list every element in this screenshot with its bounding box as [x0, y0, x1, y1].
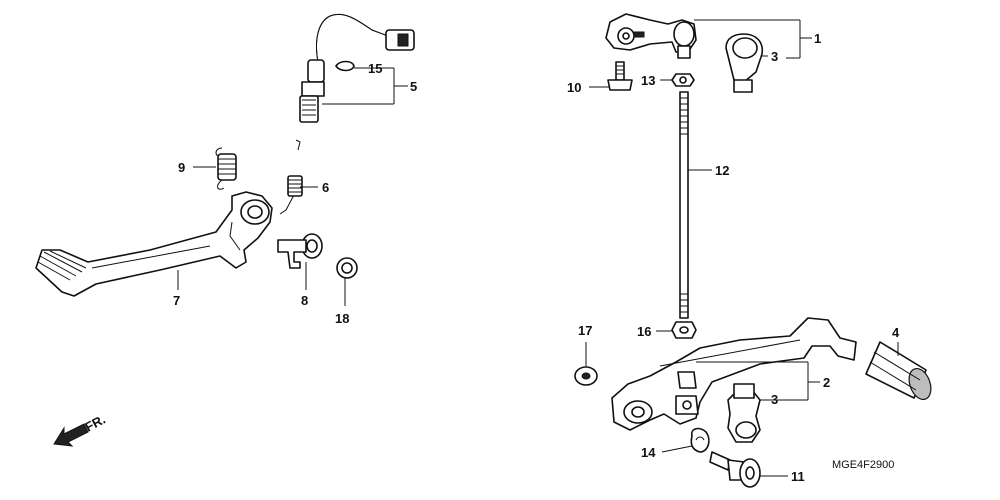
pivot-bolt-part: [709, 451, 761, 488]
callout-8: 8: [301, 293, 308, 308]
brake-pedal-part: [35, 191, 273, 297]
upper-shift-arm-part: [605, 13, 697, 59]
circlip-part: [690, 427, 710, 453]
callout-7: 7: [173, 293, 180, 308]
clip-part: [335, 60, 355, 72]
leader-lines-left: [177, 67, 408, 306]
pivot-bolt-part: [277, 233, 323, 269]
shift-rod-part: [679, 91, 689, 319]
callout-9: 9: [178, 160, 185, 175]
callout-3-top: 3: [771, 49, 778, 64]
diagram-code: MGE4F2900: [832, 459, 894, 471]
nut-part: [671, 321, 697, 339]
leader-lines-right: [585, 19, 899, 477]
rod-end-part: [725, 33, 764, 93]
callout-11: 11: [791, 469, 805, 484]
nut-part: [671, 73, 695, 87]
bolt-part: [607, 61, 633, 91]
callout-3-bottom: 3: [771, 392, 778, 407]
callout-14: 14: [641, 445, 656, 460]
callout-18: 18: [335, 311, 349, 326]
callout-1: 1: [814, 31, 821, 46]
circlip-part: [336, 257, 358, 279]
front-direction-arrow: FR.: [53, 412, 108, 447]
callout-2: 2: [823, 375, 830, 390]
callout-17: 17: [578, 323, 592, 338]
callout-5: 5: [410, 79, 417, 94]
rod-end-part: [727, 383, 761, 443]
callout-15: 15: [368, 61, 382, 76]
callout-10: 10: [567, 80, 581, 95]
callout-12: 12: [715, 163, 729, 178]
callout-16: 16: [637, 324, 651, 339]
washer-part: [574, 366, 598, 386]
spring-part: [215, 147, 237, 190]
footpeg-rubber-part: [865, 341, 932, 401]
callout-4: 4: [892, 325, 900, 340]
spring-part: [279, 139, 303, 215]
callout-6: 6: [322, 180, 329, 195]
brake-switch-part: [299, 14, 415, 123]
callout-13: 13: [641, 73, 655, 88]
shift-pedal-part: [611, 317, 857, 431]
